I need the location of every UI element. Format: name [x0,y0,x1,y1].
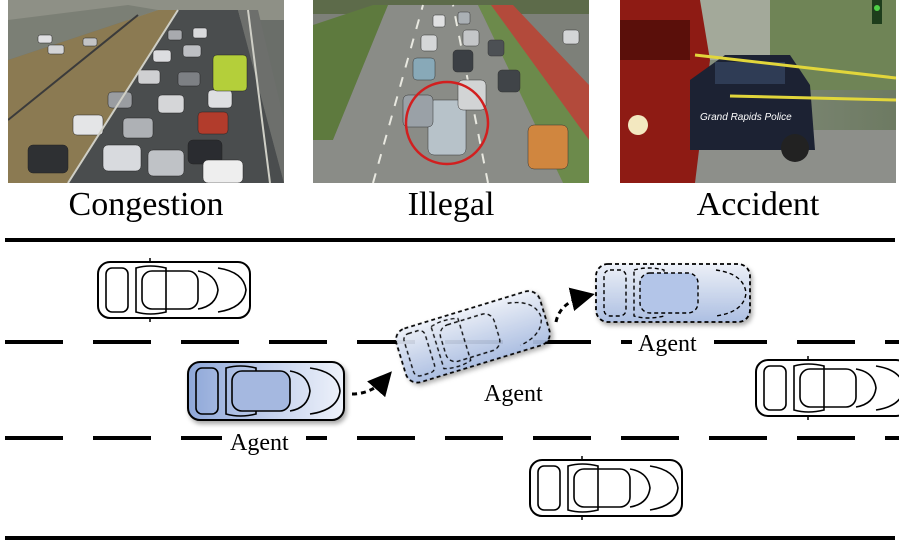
caption-accident: Accident [696,186,820,223]
agent-car-icon [395,290,551,384]
agent-label: Agent [230,430,289,456]
car-icon [755,355,899,421]
photo-illegal [313,0,589,183]
car-icon [529,455,683,521]
caption-congestion: Congestion [68,186,224,223]
dashed-arrow-icon [351,371,392,398]
agent-label: Agent [484,381,543,407]
photo-congestion [8,0,284,183]
highlight-circle [404,80,490,166]
caption-illegal: Illegal [407,186,495,223]
car-icon [97,257,251,323]
police-text: Grand Rapids Police [700,112,792,123]
agent-label: Agent [638,331,697,357]
dashed-arrow-icon [554,287,595,323]
agent-car-icon [187,361,345,421]
photo-accident: Grand Rapids Police [620,0,896,183]
agent-car-icon [595,263,751,323]
